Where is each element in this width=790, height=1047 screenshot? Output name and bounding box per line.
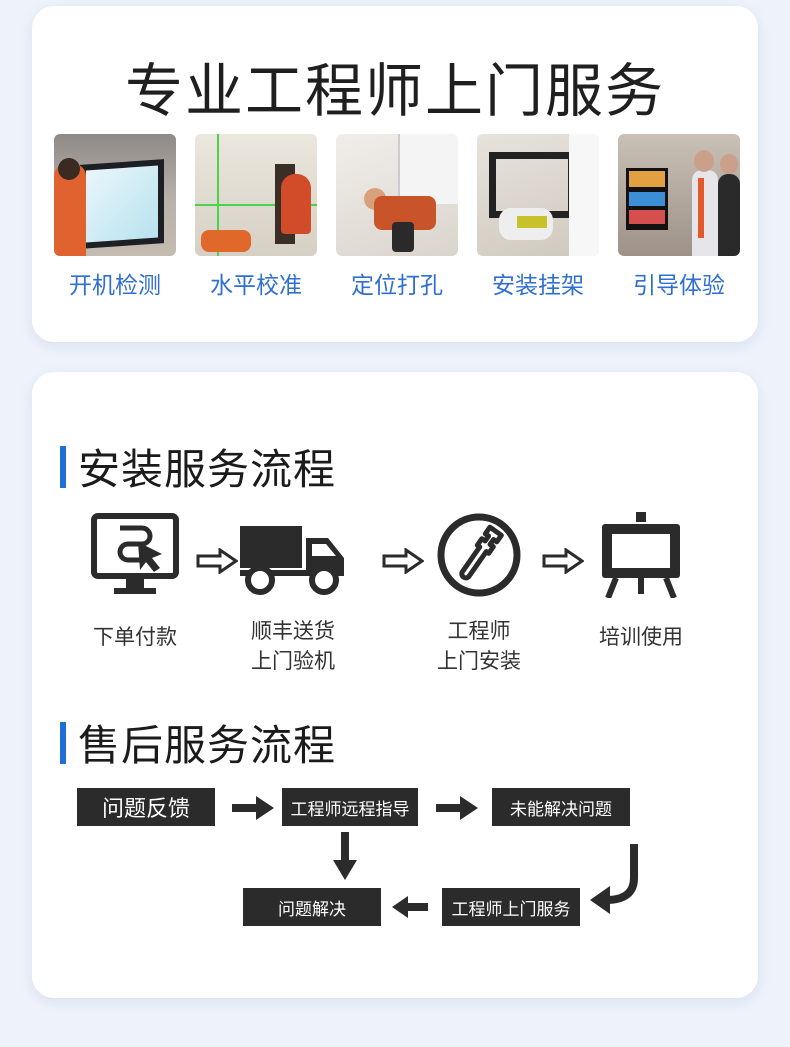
arrow-right-icon [436, 796, 478, 820]
install-process-header: 安装服务流程 [60, 436, 336, 497]
service-item-label: 开机检测 [69, 273, 161, 299]
step-label-line2: 上门安装 [437, 649, 521, 673]
step-label-line1: 顺丰送货 [251, 619, 335, 643]
service-photo-row: 开机检测 水平校准 定位打孔 安装挂架 引导体验 [54, 134, 740, 304]
arrow-left-icon [392, 896, 428, 918]
box-unresolved: 未能解决问题 [492, 788, 630, 826]
install-process-title: 安装服务流程 [78, 445, 337, 494]
easel-board-icon [602, 512, 680, 598]
flow-arrow-icon [382, 548, 424, 574]
section-accent-bar [60, 721, 66, 764]
level-calibration-photo [195, 134, 317, 256]
box-problem-solved: 问题解决 [243, 888, 381, 926]
step-label-line1: 培训使用 [599, 625, 683, 649]
truck-icon [240, 526, 344, 595]
service-item-power-check: 开机检测 [54, 134, 176, 300]
aftersales-process-title: 售后服务流程 [78, 721, 337, 770]
box-problem-feedback: 问题反馈 [77, 788, 215, 826]
service-item-label: 引导体验 [633, 273, 725, 299]
box-remote-guidance: 工程师远程指导 [282, 788, 418, 826]
step-label-line1: 下单付款 [93, 625, 177, 649]
arrow-right-icon [232, 796, 274, 820]
install-step-delivery: 顺丰送货 上门验机 [218, 512, 368, 676]
page-title: 专业工程师上门服务 [124, 57, 665, 125]
service-item-bracket: 安装挂架 [477, 134, 599, 300]
step-label-line2: 上门验机 [251, 649, 335, 673]
demo-photo [618, 134, 740, 256]
section-accent-bar [60, 445, 66, 488]
drilling-photo [336, 134, 458, 256]
aftersales-process-header: 售后服务流程 [60, 712, 336, 773]
install-step-order-payment: 下单付款 [60, 512, 210, 652]
box-onsite-service: 工程师上门服务 [442, 888, 580, 926]
step-label-line1: 工程师 [447, 619, 511, 643]
wrench-icon [437, 513, 521, 597]
arrow-down-icon [333, 832, 357, 880]
service-item-label: 安装挂架 [492, 273, 584, 299]
flow-arrow-icon [196, 548, 238, 574]
service-card: 专业工程师上门服务 开机检测 水平校准 定位打孔 安装挂架 [32, 6, 758, 342]
monitor-cursor-icon [91, 513, 179, 594]
service-item-drill: 定位打孔 [336, 134, 458, 300]
tv-check-photo [54, 134, 176, 256]
install-step-engineer-install: 工程师 上门安装 [404, 512, 554, 676]
service-item-demo: 引导体验 [618, 134, 740, 300]
flow-arrow-icon [542, 548, 584, 574]
service-item-level: 水平校准 [195, 134, 317, 300]
service-item-label: 定位打孔 [351, 273, 443, 299]
service-item-label: 水平校准 [210, 273, 302, 299]
arrow-curve-icon [590, 844, 638, 914]
install-step-training: 培训使用 [566, 512, 716, 652]
bracket-install-photo [477, 134, 599, 256]
process-card: 安装服务流程 下单付款 顺丰送货 上门验机 [32, 372, 758, 998]
